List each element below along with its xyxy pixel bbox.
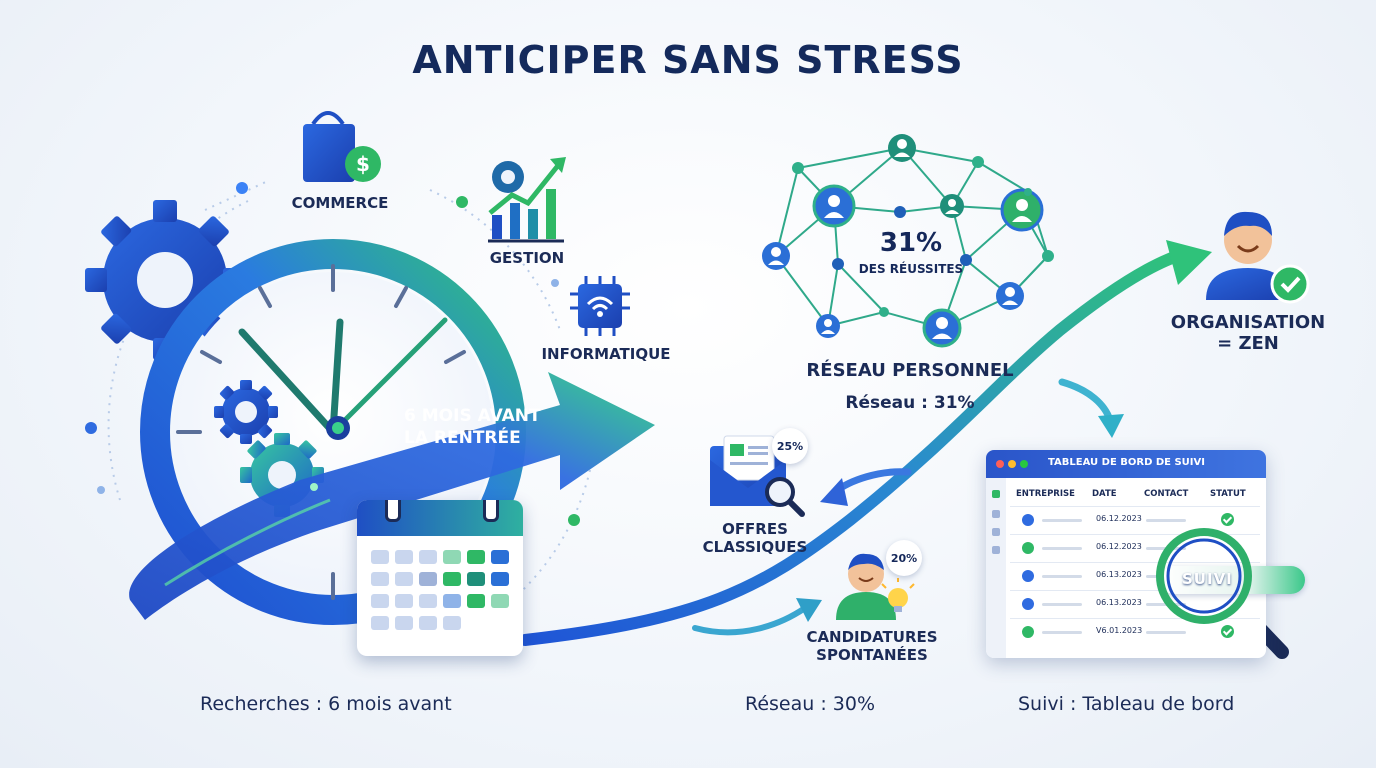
- network-percent-caption: DES RÉUSSITES: [858, 262, 964, 276]
- person-check-icon: [1206, 211, 1310, 304]
- envelope-icon: [710, 435, 805, 517]
- arrow-to-candidatures: [692, 605, 808, 636]
- network-subheading: Réseau : 31%: [845, 393, 975, 413]
- arrow-to-dashboard-head: [1098, 414, 1124, 438]
- caption-recherches: Recherches : 6 mois avant: [200, 693, 452, 715]
- offres-label-line2: CLASSIQUES: [702, 538, 808, 556]
- offres-label-line1: OFFRES: [722, 520, 788, 538]
- row-date: V6.01.2023: [1096, 626, 1143, 635]
- timeline-arrow-line1: 6 MOIS AVANT: [404, 406, 541, 426]
- candidatures-percent-badge: 20%: [886, 540, 922, 576]
- dashboard-title: TABLEAU DE BORD DE SUIVI: [1048, 457, 1205, 468]
- person-node-icon: [888, 134, 916, 162]
- network-nodes: [762, 134, 1054, 348]
- column-date: DATE: [1092, 489, 1117, 499]
- progress-curve: [519, 240, 1212, 646]
- suivi-search-label: SUIVI: [1182, 570, 1233, 588]
- small-gear-icon: [214, 380, 278, 444]
- column-contact: CONTACT: [1144, 489, 1189, 499]
- candidatures-label-line2: SPONTANÉES: [816, 646, 928, 664]
- person-node-icon: [922, 308, 962, 348]
- organisation-line1: ORGANISATION: [1170, 312, 1326, 333]
- suivi-search-bar: [1160, 566, 1305, 594]
- arrow-to-dashboard: [1058, 378, 1114, 424]
- row-date: 06.12.2023: [1096, 542, 1142, 551]
- person-node-icon: [996, 282, 1024, 310]
- offres-percent-badge: 25%: [772, 428, 808, 464]
- orbit-dots: [85, 182, 580, 526]
- candidatures-label-line1: CANDIDATURES: [806, 628, 938, 646]
- person-node-icon: [816, 314, 840, 338]
- person-node-icon: [762, 242, 790, 270]
- sector-informatique-label: INFORMATIQUE: [541, 345, 671, 363]
- svg-text:$: $: [356, 152, 370, 176]
- status-check-icon: [1221, 513, 1234, 526]
- table-row: V6.01.2023: [1010, 618, 1260, 645]
- organisation-line2: = ZEN: [1217, 333, 1279, 354]
- person-idea-icon: [836, 553, 915, 620]
- column-statut: STATUT: [1210, 489, 1246, 499]
- arrow-to-offres-head: [820, 478, 848, 506]
- network-percent: 31%: [879, 228, 943, 258]
- timeline-arrow-label: 6 MOIS AVANT LA RENTRÉE: [404, 405, 541, 449]
- person-node-icon: [940, 194, 964, 218]
- dashboard-sidebar: [986, 478, 1006, 658]
- page-title: ANTICIPER SANS STRESS: [412, 38, 964, 82]
- organisation-label: ORGANISATION = ZEN: [1150, 312, 1346, 354]
- table-row: 06.12.2023: [1010, 506, 1260, 533]
- timeline-arrow: [129, 372, 656, 620]
- status-check-icon: [1221, 625, 1234, 638]
- dashboard-titlebar: TABLEAU DE BORD DE SUIVI: [986, 450, 1266, 478]
- candidatures-label: CANDIDATURES SPONTANÉES: [800, 628, 944, 664]
- row-date: 06.13.2023: [1096, 570, 1142, 579]
- dashboard-table-header: ENTREPRISE DATE CONTACT STATUT: [1010, 484, 1260, 506]
- growth-chart-icon: [488, 157, 566, 243]
- tracking-dashboard: TABLEAU DE BORD DE SUIVI ENTREPRISE DATE…: [986, 450, 1266, 658]
- person-node-icon: [1000, 188, 1044, 232]
- shopping-bag-icon: $: [303, 111, 381, 182]
- row-date: 06.13.2023: [1096, 598, 1142, 607]
- caption-reseau: Réseau : 30%: [745, 693, 876, 715]
- arrow-to-candidatures-head: [796, 598, 822, 622]
- person-node-icon: [812, 184, 856, 228]
- sector-gestion-label: GESTION: [489, 249, 565, 267]
- calendar-icon: [357, 500, 523, 656]
- timeline-arrow-line2: LA RENTRÉE: [404, 428, 521, 448]
- sector-commerce-label: COMMERCE: [291, 194, 389, 212]
- caption-suivi: Suivi : Tableau de bord: [1018, 693, 1235, 715]
- network-heading: RÉSEAU PERSONNEL: [806, 360, 1014, 381]
- row-date: 06.12.2023: [1096, 514, 1142, 523]
- column-entreprise: ENTREPRISE: [1016, 489, 1075, 499]
- chip-icon: [570, 276, 630, 336]
- offres-label: OFFRES CLASSIQUES: [690, 520, 820, 556]
- magnifier-overlay: [1156, 528, 1252, 624]
